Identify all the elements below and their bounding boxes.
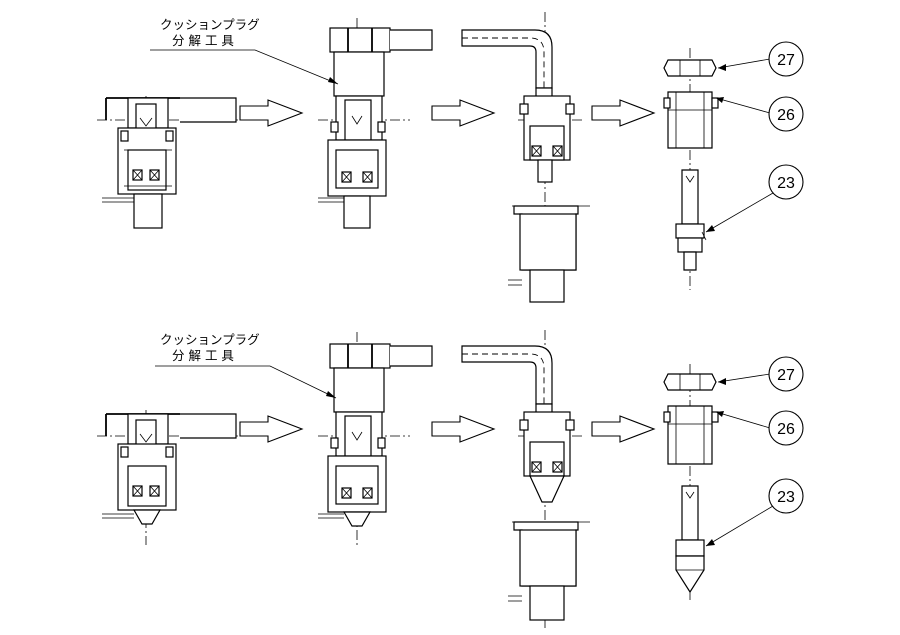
tool-label-line1: クッションプラグ bbox=[160, 17, 260, 32]
balloon-23-top: 23 bbox=[705, 164, 804, 233]
top-stage3-extracted bbox=[461, 12, 590, 303]
bottom-stage3-extracted bbox=[461, 330, 590, 630]
bottom-row bbox=[97, 330, 719, 630]
tool-label-line1: クッションプラグ bbox=[160, 332, 260, 347]
part-number-23: 23 bbox=[777, 489, 795, 506]
bottom-stage4-exploded bbox=[663, 364, 719, 600]
top-stage4-exploded bbox=[663, 48, 719, 290]
bottom-arrow-3 bbox=[591, 415, 655, 443]
balloon-26-bottom: 26 bbox=[715, 410, 804, 446]
part-number-27: 27 bbox=[777, 367, 795, 384]
balloon-27-top: 27 bbox=[717, 41, 804, 77]
bottom-stage1-assembly bbox=[97, 410, 238, 545]
balloon-27-bottom: 27 bbox=[717, 356, 804, 392]
tool-label-top: クッションプラグ 分 解 工 具 bbox=[150, 17, 339, 85]
part-number-26: 26 bbox=[777, 107, 795, 124]
top-stage1-assembly bbox=[97, 96, 238, 229]
bottom-stage2-tool-fitted bbox=[318, 332, 433, 545]
bottom-arrow-1 bbox=[239, 415, 303, 443]
part-26-body bbox=[667, 91, 713, 149]
balloon-23-bottom: 23 bbox=[705, 478, 804, 547]
part-number-26: 26 bbox=[777, 421, 795, 438]
top-arrow-3 bbox=[591, 99, 655, 127]
part-number-27: 27 bbox=[777, 52, 795, 69]
top-stage2-tool-fitted bbox=[318, 18, 433, 229]
tool-label-bottom: クッションプラグ 分 解 工 具 bbox=[155, 332, 337, 399]
top-row bbox=[97, 12, 719, 303]
part-number-23: 23 bbox=[777, 175, 795, 192]
tool-label-line2: 分 解 工 具 bbox=[172, 33, 234, 48]
balloon-26-top: 26 bbox=[715, 96, 804, 132]
part-27-nut bbox=[663, 59, 717, 77]
top-arrow-2 bbox=[431, 99, 495, 127]
bottom-arrow-2 bbox=[431, 415, 495, 443]
tool-label-line2: 分 解 工 具 bbox=[172, 348, 234, 363]
part-23-plug bbox=[681, 169, 699, 225]
top-arrow-1 bbox=[239, 99, 303, 127]
